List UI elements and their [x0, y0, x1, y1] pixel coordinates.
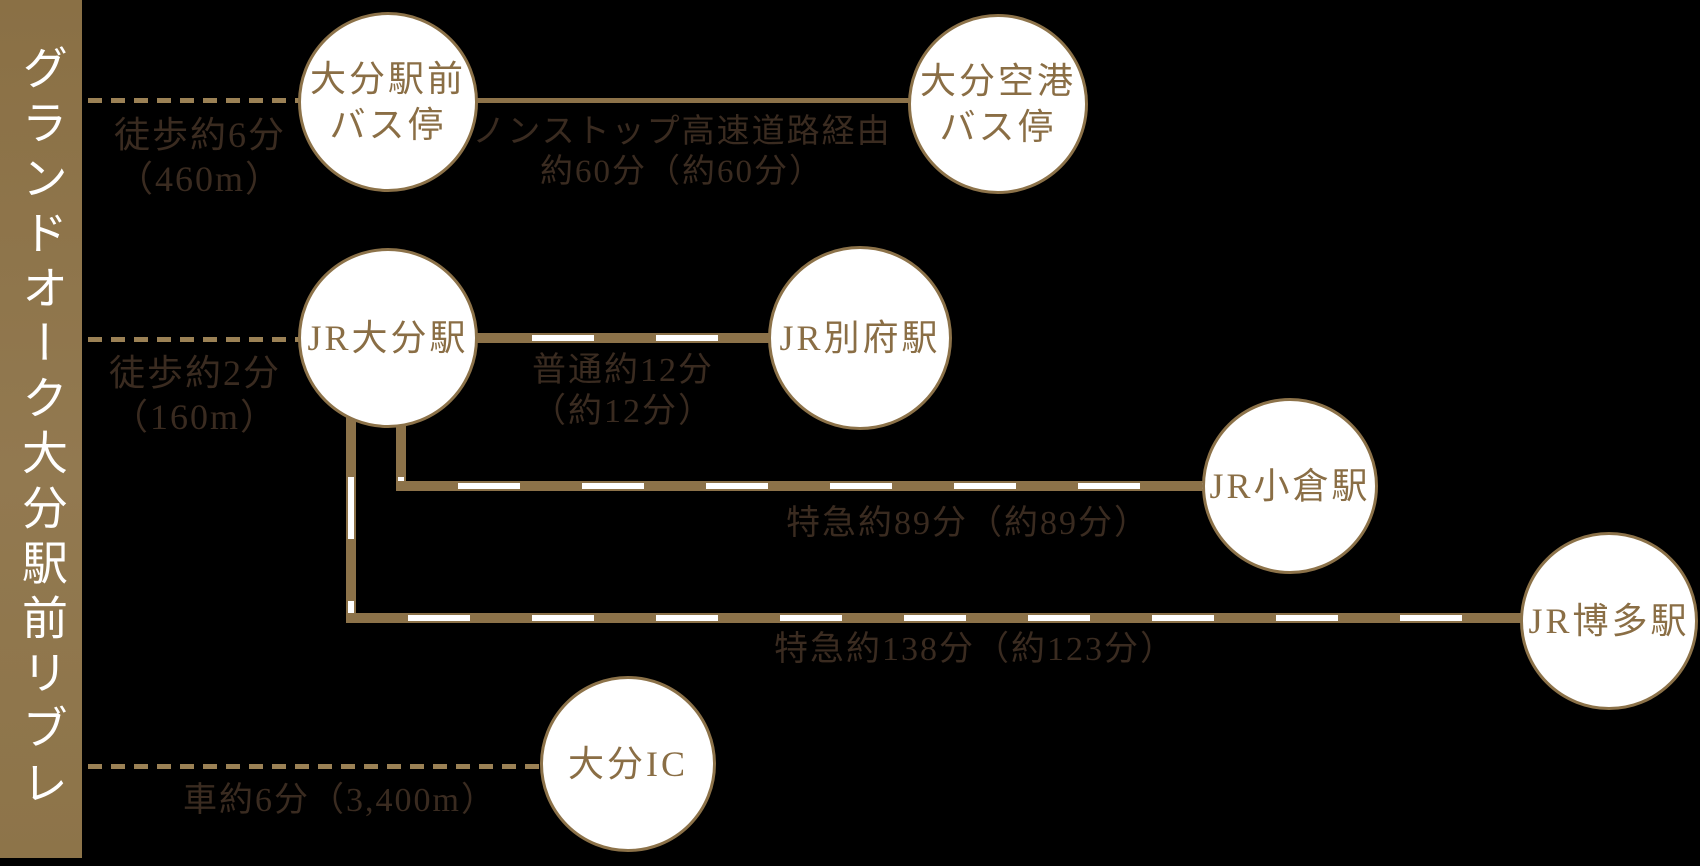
route-label-bus-to-airport: ノンストップ高速道路経由 約60分（約60分）: [432, 112, 932, 192]
rail-line-hakata-horizontal: [346, 613, 1528, 623]
node-label-line1: 大分空港: [919, 61, 1076, 101]
node-oita-ic: 大分IC: [540, 676, 716, 852]
node-jr-kokura-station: JR小倉駅: [1202, 398, 1378, 574]
route-label-line2: （460m）: [116, 159, 283, 199]
node-label-line1: 大分駅前: [309, 59, 466, 99]
rail-line-oita-beppu: [470, 333, 776, 343]
property-name-bar: グランドオーク大分駅前リブレ: [0, 0, 82, 858]
walk-route-line-jr-oita: [88, 337, 300, 342]
route-label-line1: 徒歩約2分: [108, 353, 281, 393]
route-label-express-to-hakata: 特急約138分（約123分）: [774, 631, 1176, 668]
node-jr-hakata-station: JR博多駅: [1520, 532, 1698, 710]
bus-route-line-airport: [470, 98, 915, 103]
route-label-line1: ノンストップ高速道路経由: [472, 114, 892, 150]
route-label-local-to-beppu: 普通約12分 （約12分）: [473, 350, 773, 432]
node-label: 大分IC: [567, 744, 688, 784]
route-label-line1: 普通約12分: [532, 352, 714, 389]
rail-line-hakata-vertical: [346, 415, 356, 623]
property-name: グランドオーク大分駅前リブレ: [16, 44, 67, 814]
node-oita-airport-bus-stop: 大分空港 バス停: [908, 14, 1088, 194]
rail-line-kokura-vertical: [396, 415, 406, 491]
car-route-line-oita-ic: [88, 764, 543, 769]
route-label-express-to-kokura: 特急約89分（約89分）: [786, 505, 1150, 542]
route-label-walk-to-bus: 徒歩約6分 （460m）: [60, 113, 340, 201]
node-jr-beppu-station: JR別府駅: [768, 246, 952, 430]
route-label-line2: 約60分（約60分）: [540, 154, 824, 190]
route-label-car-to-ic: 車約6分（3,400m）: [183, 782, 497, 819]
node-label-line2: バス停: [329, 105, 447, 145]
node-oita-station-bus-stop: 大分駅前 バス停: [298, 12, 478, 192]
route-label-walk-to-jr: 徒歩約2分 （160m）: [55, 351, 335, 439]
node-label: JR小倉駅: [1209, 466, 1371, 506]
route-label-line2: （160m）: [111, 397, 278, 437]
walk-route-line-bus-stop: [88, 98, 300, 103]
route-label-line1: 徒歩約6分: [113, 115, 286, 155]
route-label-line2: （約12分）: [532, 393, 714, 430]
node-label-line2: バス停: [939, 107, 1057, 147]
node-label: JR博多駅: [1528, 601, 1690, 641]
rail-line-kokura-horizontal: [396, 481, 1210, 491]
node-jr-oita-station: JR大分駅: [298, 248, 478, 428]
node-label: JR大分駅: [307, 318, 469, 358]
node-label: JR別府駅: [779, 318, 941, 358]
